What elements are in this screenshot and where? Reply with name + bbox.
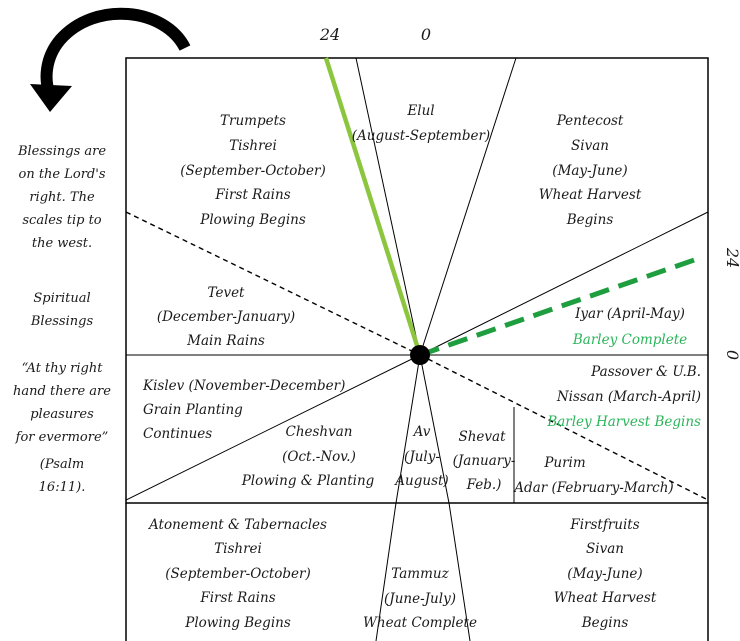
region-purim: Purim Adar (February-March) xyxy=(512,455,673,496)
svg-text:Firstfruits: Firstfruits xyxy=(569,517,639,533)
dashed-diagonal xyxy=(125,211,709,501)
svg-text:Feb.): Feb.) xyxy=(466,477,502,493)
svg-text:Adar (February-March): Adar (February-March) xyxy=(512,480,673,496)
svg-text:Tishrei: Tishrei xyxy=(214,541,262,557)
curved-arrow-icon xyxy=(30,7,191,112)
top-label-24: 24 xyxy=(319,25,340,44)
right-label-24: 24 xyxy=(723,247,740,268)
region-firstfruits: Firstfruits Sivan (May-June) Wheat Harve… xyxy=(554,517,657,631)
svg-text:(August-September): (August-September) xyxy=(352,128,490,144)
radial-lines xyxy=(125,57,709,641)
region-trumpets: Trumpets Tishrei (September-October) Fir… xyxy=(180,113,326,228)
svg-text:(September-October): (September-October) xyxy=(165,566,311,582)
solid-green-hand xyxy=(323,57,423,356)
svg-text:Plowing Begins: Plowing Begins xyxy=(199,212,306,228)
svg-text:(July-: (July- xyxy=(404,449,440,465)
svg-text:Continues: Continues xyxy=(143,426,212,442)
svg-text:Pentecost: Pentecost xyxy=(556,113,624,129)
svg-text:(Oct.-Nov.): (Oct.-Nov.) xyxy=(282,449,356,465)
region-elul: Elul (August-September) xyxy=(352,103,490,144)
region-cheshvan: Cheshvan (Oct.-Nov.) Plowing & Planting xyxy=(241,424,375,489)
svg-text:Barley Complete: Barley Complete xyxy=(572,332,687,348)
region-tammuz: Tammuz (June-July) Wheat Complete xyxy=(363,566,477,631)
svg-text:(June-July): (June-July) xyxy=(384,591,456,607)
center-pivot xyxy=(410,345,430,365)
svg-text:(September-October): (September-October) xyxy=(180,163,326,179)
svg-text:First Rains: First Rains xyxy=(214,187,290,203)
svg-text:Plowing Begins: Plowing Begins xyxy=(184,615,291,631)
dashed-green-hand xyxy=(419,255,701,358)
svg-text:(May-June): (May-June) xyxy=(567,566,642,582)
svg-text:Wheat Harvest: Wheat Harvest xyxy=(539,187,642,203)
sidebar-note: Blessings are on the Lord's right. The s… xyxy=(13,144,111,495)
svg-text:pleasures: pleasures xyxy=(30,407,94,422)
svg-text:on the Lord's: on the Lord's xyxy=(19,167,106,182)
svg-text:Blessings: Blessings xyxy=(30,314,94,329)
svg-text:right. The: right. The xyxy=(29,190,95,205)
svg-text:August): August) xyxy=(393,473,448,489)
svg-text:Passover & U.B.: Passover & U.B. xyxy=(590,364,701,380)
svg-text:Av: Av xyxy=(412,424,431,440)
svg-text:Atonement & Tabernacles: Atonement & Tabernacles xyxy=(147,517,327,533)
svg-text:Blessings are: Blessings are xyxy=(17,144,106,159)
svg-text:Wheat Harvest: Wheat Harvest xyxy=(554,590,657,606)
region-atonement: Atonement & Tabernacles Tishrei (Septemb… xyxy=(147,517,327,631)
svg-text:Shevat: Shevat xyxy=(458,429,506,445)
svg-text:(December-January): (December-January) xyxy=(157,309,295,325)
svg-text:Trumpets: Trumpets xyxy=(220,113,286,129)
svg-text:Nissan (March-April): Nissan (March-April) xyxy=(556,389,701,405)
svg-text:Tevet: Tevet xyxy=(208,285,246,301)
svg-text:Grain Planting: Grain Planting xyxy=(143,402,243,418)
svg-text:“At thy right: “At thy right xyxy=(22,361,104,376)
region-av: Av (July- August) xyxy=(393,424,448,489)
svg-text:Barley Harvest Begins: Barley Harvest Begins xyxy=(546,414,701,430)
svg-text:Elul: Elul xyxy=(406,103,434,119)
svg-text:(January-: (January- xyxy=(453,453,516,469)
svg-text:Iyar (April-May): Iyar (April-May) xyxy=(574,306,685,322)
right-label-0: 0 xyxy=(723,350,740,360)
svg-text:scales tip to: scales tip to xyxy=(22,213,101,228)
region-shevat: Shevat (January- Feb.) xyxy=(453,429,516,493)
svg-text:Wheat Complete: Wheat Complete xyxy=(363,615,477,631)
region-kislev: Kislev (November-December) Grain Plantin… xyxy=(142,378,345,442)
svg-text:Begins: Begins xyxy=(566,212,614,228)
svg-text:Purim: Purim xyxy=(543,455,585,471)
region-pentecost: Pentecost Sivan (May-June) Wheat Harvest… xyxy=(539,113,642,228)
svg-text:Cheshvan: Cheshvan xyxy=(285,424,352,440)
svg-text:Spiritual: Spiritual xyxy=(33,291,90,306)
svg-text:for evermore”: for evermore” xyxy=(15,430,109,445)
svg-text:Plowing & Planting: Plowing & Planting xyxy=(241,473,375,489)
svg-text:the west.: the west. xyxy=(32,236,92,251)
svg-text:hand there are: hand there are xyxy=(13,384,111,399)
svg-text:Sivan: Sivan xyxy=(586,541,624,557)
top-label-0: 0 xyxy=(421,25,431,44)
frame-upper xyxy=(125,57,709,504)
region-tevet: Tevet (December-January) Main Rains xyxy=(157,285,295,349)
region-iyar: Iyar (April-May) Barley Complete xyxy=(572,306,687,348)
svg-text:(Psalm: (Psalm xyxy=(40,457,84,472)
svg-text:First Rains: First Rains xyxy=(199,590,275,606)
svg-text:(May-June): (May-June) xyxy=(552,163,627,179)
svg-text:Sivan: Sivan xyxy=(571,138,609,154)
svg-text:Kislev (November-December): Kislev (November-December) xyxy=(142,378,345,394)
region-passover: Passover & U.B. Nissan (March-April) Bar… xyxy=(546,364,701,430)
svg-text:Main Rains: Main Rains xyxy=(186,333,265,349)
svg-text:Tammuz: Tammuz xyxy=(391,566,449,582)
svg-text:16:11).: 16:11). xyxy=(39,480,86,495)
svg-text:Tishrei: Tishrei xyxy=(229,138,277,154)
svg-text:Begins: Begins xyxy=(581,615,629,631)
